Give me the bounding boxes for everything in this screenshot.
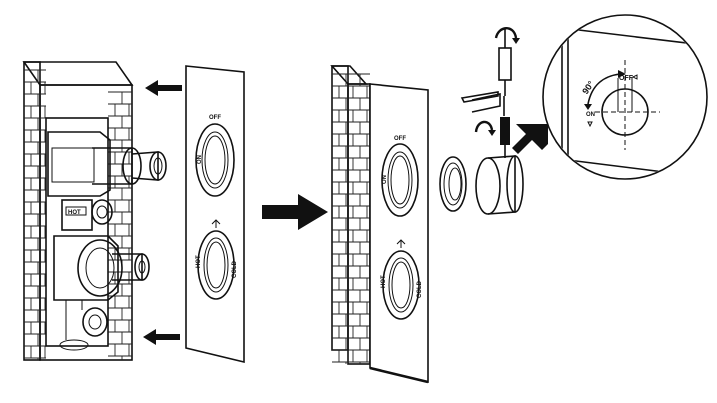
plate-cold-label: COLD — [417, 280, 423, 298]
zoom-arrow-icon — [512, 124, 548, 154]
ring-collar — [439, 156, 467, 212]
left-wall — [22, 61, 134, 361]
cover-plate-left: OFF ON HOT COLD — [185, 65, 245, 364]
plate-on-label: ON — [197, 155, 203, 164]
remove-arrow-icon — [143, 329, 180, 345]
valve-body: HOT — [45, 117, 167, 351]
detail-on-label: ON — [586, 112, 595, 118]
plate-on-label: ON — [382, 175, 388, 184]
spindle-parts — [460, 28, 512, 158]
left-wall-bricks — [24, 69, 132, 360]
detail-angle-label: 90° — [580, 79, 596, 96]
remove-arrow-icon — [145, 80, 182, 96]
next-step-arrow-icon — [262, 194, 328, 230]
right-wall-bricks — [332, 73, 370, 364]
plate-hot-label: HOT — [196, 255, 202, 268]
plate-off-label: OFF — [209, 115, 221, 121]
plate-cold-label: COLD — [232, 260, 238, 278]
detail-off-label: OFF — [619, 75, 634, 82]
rotate-arrow-icon — [474, 120, 496, 136]
plate-off-label: OFF — [394, 136, 406, 142]
right-wall — [330, 65, 371, 365]
cover-plate-right: OFF ON HOT COLD — [369, 83, 429, 384]
handle-cap — [475, 155, 524, 215]
rotate-arrow-icon — [494, 27, 520, 44]
valve-hot-label: HOT — [68, 210, 81, 216]
detail-callout: 90° OFF ON — [542, 14, 708, 180]
plate-hot-label: HOT — [381, 275, 387, 288]
